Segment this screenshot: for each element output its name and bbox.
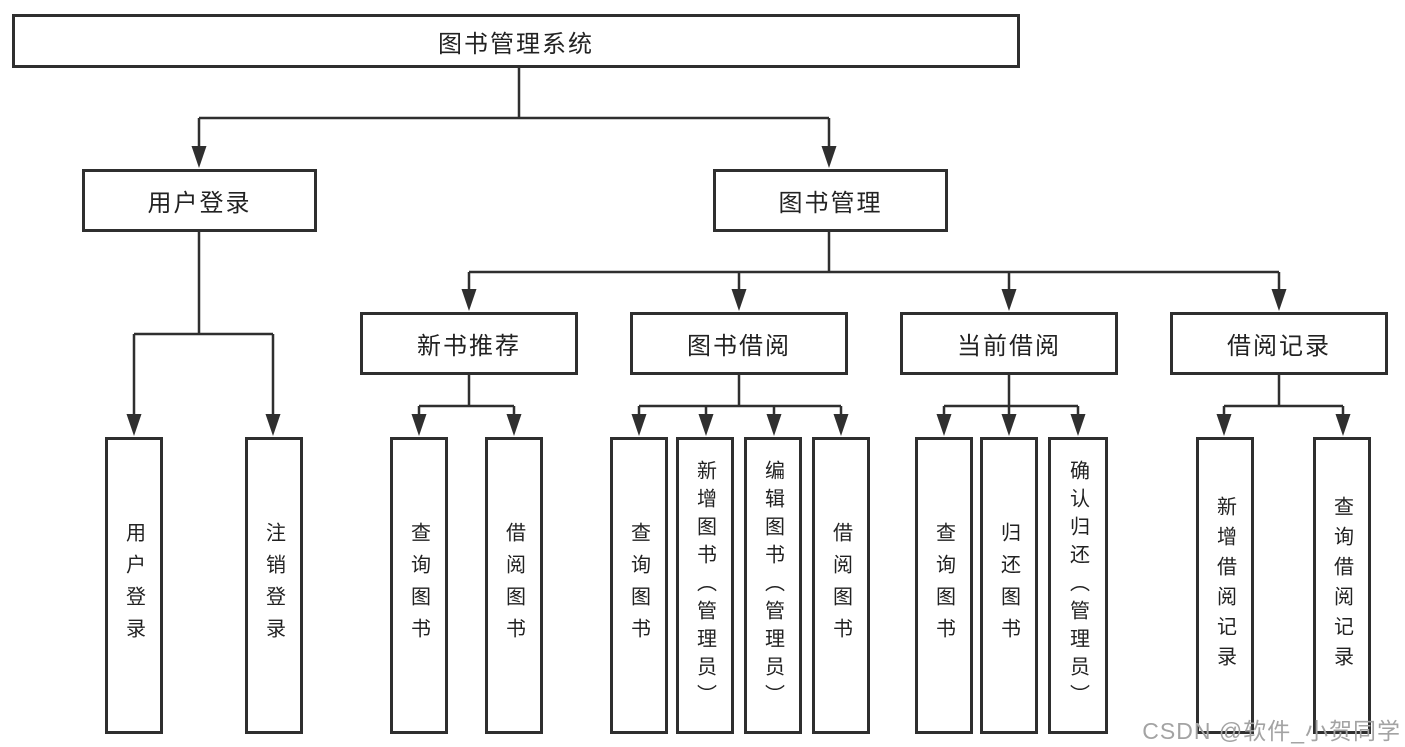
node-borrowing-records: 借阅记录 bbox=[1170, 312, 1388, 375]
arrowhead-icon bbox=[1070, 414, 1086, 436]
connector-new-book-to-leaves bbox=[417, 375, 516, 418]
arrowhead-icon bbox=[411, 414, 427, 436]
leaf-query-book-borrowing: 查询图书 bbox=[610, 437, 668, 734]
arrowhead-icon bbox=[1216, 414, 1232, 436]
connector-book-mgmt-to-level3 bbox=[467, 232, 1281, 293]
connector-root-to-level2 bbox=[197, 68, 831, 150]
node-label: 图书管理系统 bbox=[438, 30, 594, 58]
leaf-add-borrow-record: 新增借阅记录 bbox=[1196, 437, 1254, 734]
arrowhead-icon bbox=[1271, 289, 1287, 311]
leaf-query-book-recommend: 查询图书 bbox=[390, 437, 448, 734]
arrowhead-icon bbox=[126, 414, 142, 436]
arrowhead-icon bbox=[1001, 414, 1017, 436]
node-label: 图书管理 bbox=[778, 190, 883, 217]
node-book-borrowing: 图书借阅 bbox=[630, 312, 848, 375]
leaf-return-book: 归还图书 bbox=[980, 437, 1038, 734]
arrowhead-icon bbox=[833, 414, 849, 436]
node-label: 借阅图书 bbox=[502, 521, 525, 650]
node-label: 编辑图书（管理员） bbox=[761, 459, 784, 712]
connector-records-to-leaves bbox=[1222, 375, 1345, 418]
node-label: 借阅记录 bbox=[1227, 333, 1331, 360]
leaf-borrow-book-recommend: 借阅图书 bbox=[485, 437, 543, 734]
node-label: 确认归还（管理员） bbox=[1066, 459, 1089, 712]
leaf-borrow-book-borrowing: 借阅图书 bbox=[812, 437, 870, 734]
node-book-management: 图书管理 bbox=[713, 169, 948, 232]
leaf-query-borrow-record: 查询借阅记录 bbox=[1313, 437, 1371, 734]
node-label: 用户登录 bbox=[147, 190, 252, 217]
connector-book-borrow-to-leaves bbox=[637, 375, 843, 418]
node-label: 当前借阅 bbox=[957, 333, 1061, 360]
node-label: 注销登录 bbox=[262, 521, 285, 650]
node-label: 图书借阅 bbox=[687, 333, 791, 360]
arrowhead-icon bbox=[265, 414, 281, 436]
leaf-add-book-admin: 新增图书（管理员） bbox=[676, 437, 734, 734]
csdn-watermark: CSDN @软件_小贺同学 bbox=[1142, 718, 1401, 744]
node-label: 新书推荐 bbox=[417, 333, 521, 360]
arrowhead-icon bbox=[698, 414, 714, 436]
node-label: 查询图书 bbox=[627, 521, 650, 650]
arrowhead-icon bbox=[631, 414, 647, 436]
node-label: 用户登录 bbox=[122, 521, 145, 650]
arrowheads bbox=[126, 146, 1351, 436]
connector-user-login-to-leaves bbox=[132, 232, 275, 418]
leaf-edit-book-admin: 编辑图书（管理员） bbox=[744, 437, 802, 734]
node-label: 归还图书 bbox=[997, 521, 1020, 650]
arrowhead-icon bbox=[1001, 289, 1017, 311]
node-new-book-recommend: 新书推荐 bbox=[360, 312, 578, 375]
node-label: 查询借阅记录 bbox=[1330, 495, 1353, 676]
leaf-query-book-current: 查询图书 bbox=[915, 437, 973, 734]
connector-paths bbox=[132, 68, 1345, 418]
arrowhead-icon bbox=[506, 414, 522, 436]
leaf-logout: 注销登录 bbox=[245, 437, 303, 734]
arrowhead-icon bbox=[731, 289, 747, 311]
arrowhead-icon bbox=[821, 146, 837, 168]
node-label: 查询图书 bbox=[932, 521, 955, 650]
arrowhead-icon bbox=[766, 414, 782, 436]
connector-current-borrow-to-leaves bbox=[942, 375, 1080, 418]
arrowhead-icon bbox=[936, 414, 952, 436]
node-label: 查询图书 bbox=[407, 521, 430, 650]
node-current-borrowing: 当前借阅 bbox=[900, 312, 1118, 375]
node-label: 新增借阅记录 bbox=[1213, 495, 1236, 676]
arrowhead-icon bbox=[191, 146, 207, 168]
leaf-user-login: 用户登录 bbox=[105, 437, 163, 734]
node-label: 新增图书（管理员） bbox=[693, 459, 716, 712]
leaf-confirm-return-admin: 确认归还（管理员） bbox=[1048, 437, 1108, 734]
node-root-library-system: 图书管理系统 bbox=[12, 14, 1020, 68]
node-label: 借阅图书 bbox=[829, 521, 852, 650]
arrowhead-icon bbox=[1335, 414, 1351, 436]
arrowhead-icon bbox=[461, 289, 477, 311]
node-user-login: 用户登录 bbox=[82, 169, 317, 232]
